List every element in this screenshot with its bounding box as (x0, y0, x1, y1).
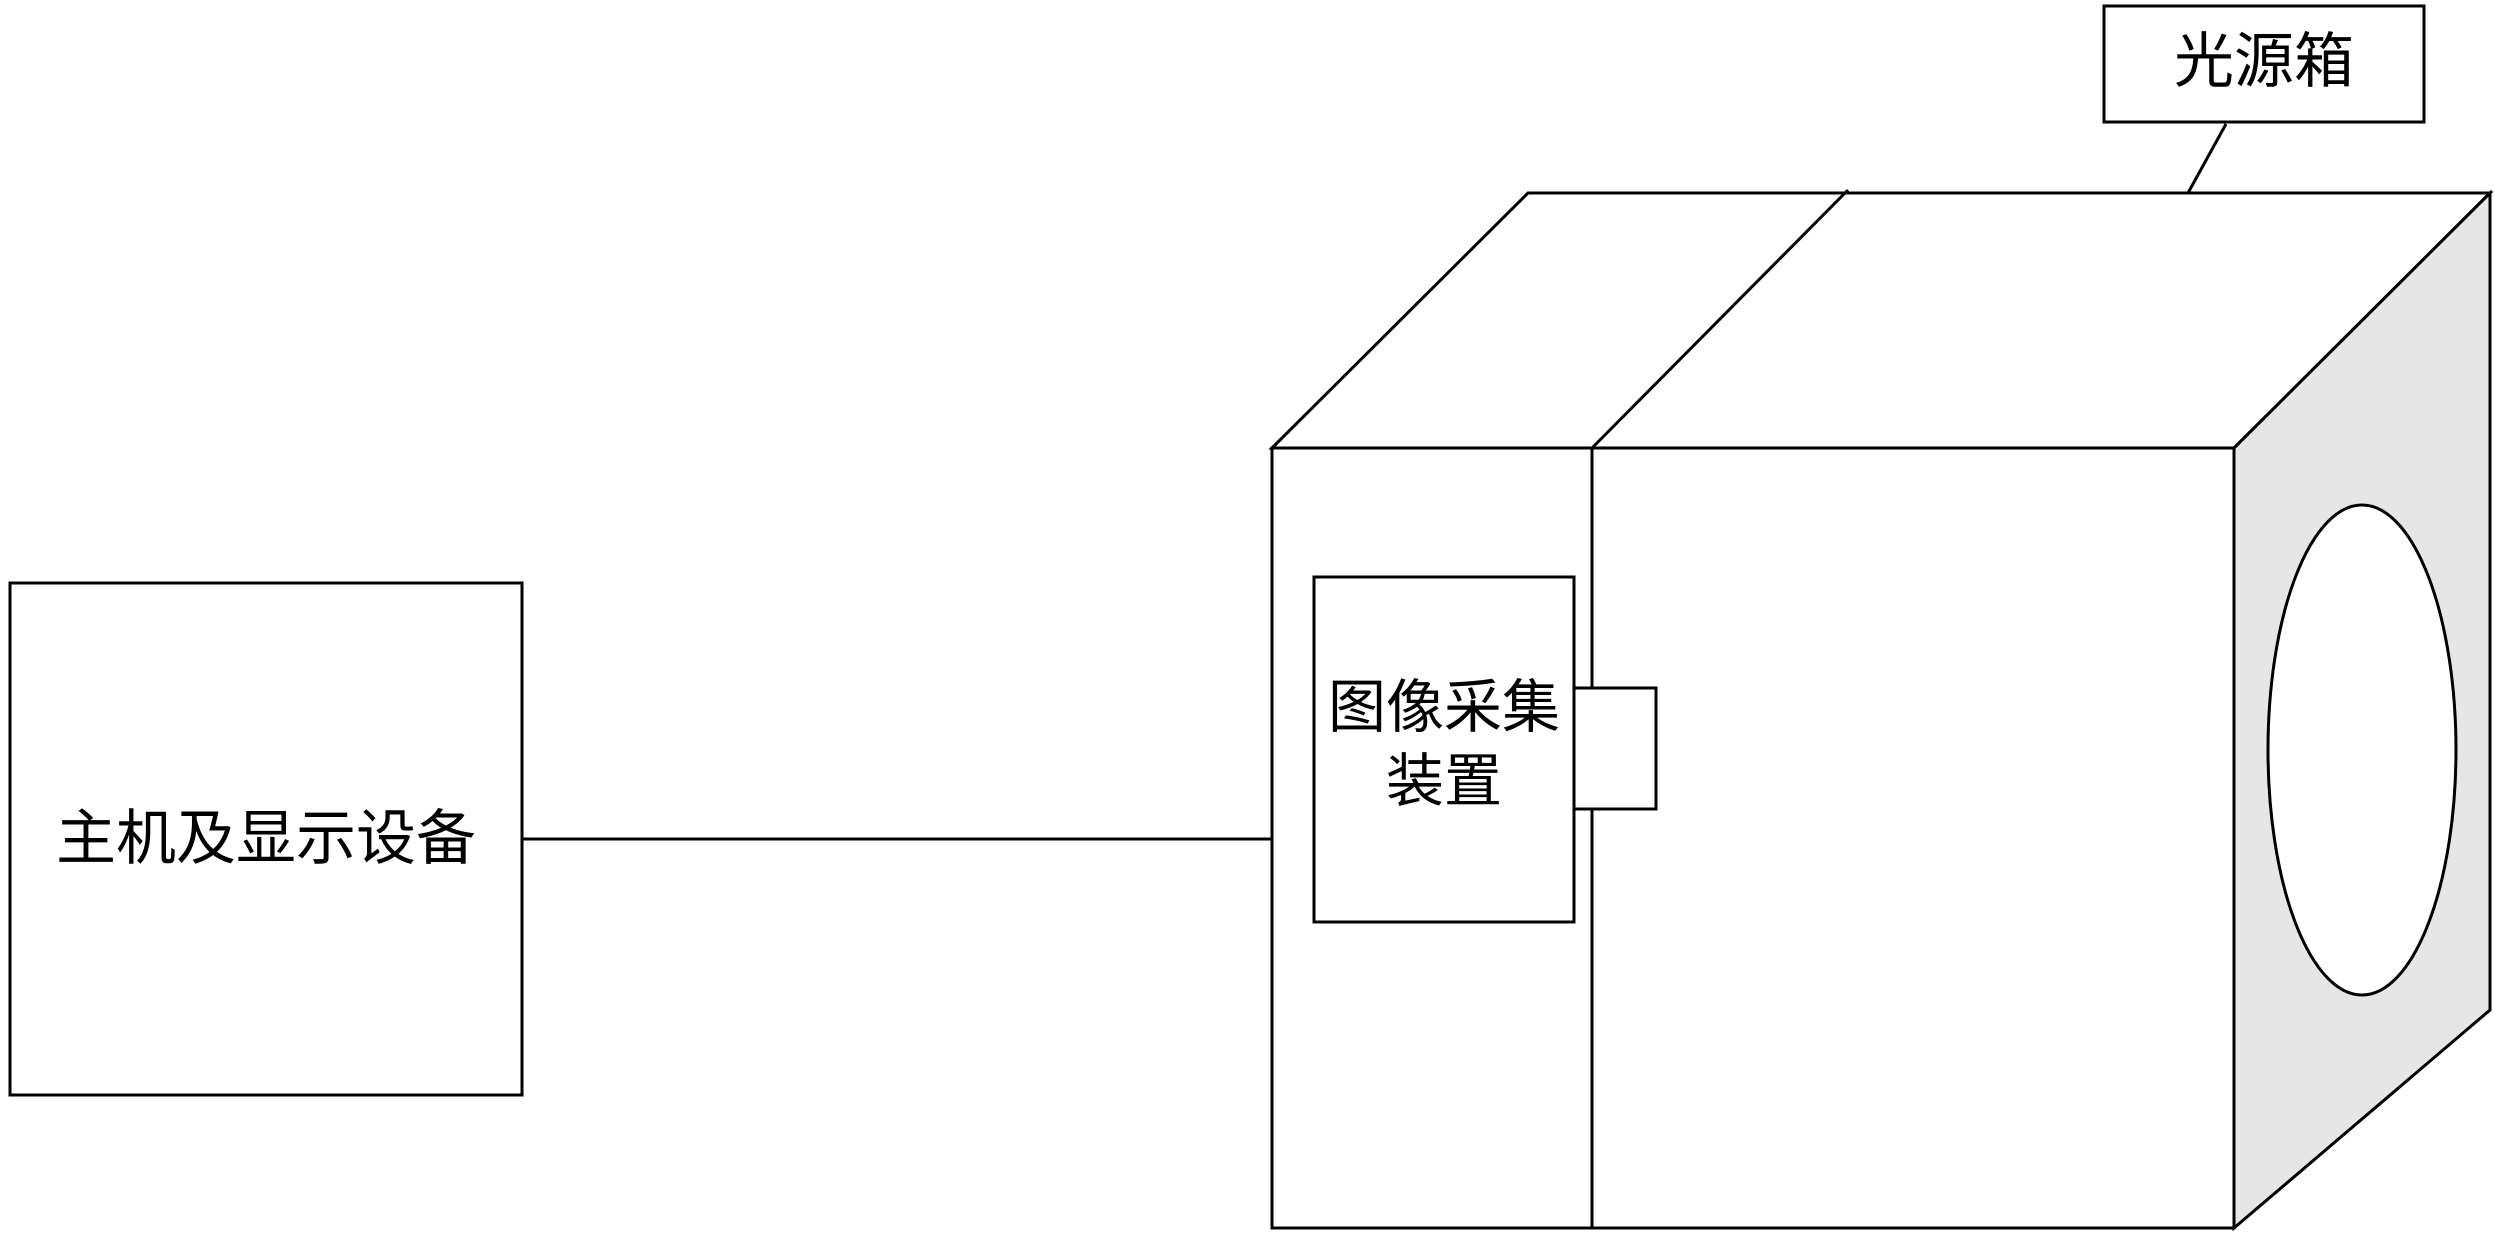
camera-node: 图像采集 装置 (1312, 575, 1658, 924)
camera-label-line2: 装置 (1386, 747, 1502, 815)
host-node: 主机及显示设备 (8, 581, 524, 1097)
host-box (8, 581, 524, 1097)
top-divider-line (1590, 188, 1850, 450)
side-opening (2266, 503, 2458, 997)
light-box-label: 光源箱 (2174, 27, 2354, 97)
camera-box (1312, 575, 1576, 924)
callout-leader-line (2186, 123, 2228, 194)
light-box-callout: 光源箱 (2102, 4, 2426, 194)
camera-lens (1572, 686, 1658, 811)
callout-box (2102, 4, 2426, 124)
host-label: 主机及显示设备 (56, 804, 476, 874)
camera-label-line1: 图像采集 (1328, 673, 1560, 741)
